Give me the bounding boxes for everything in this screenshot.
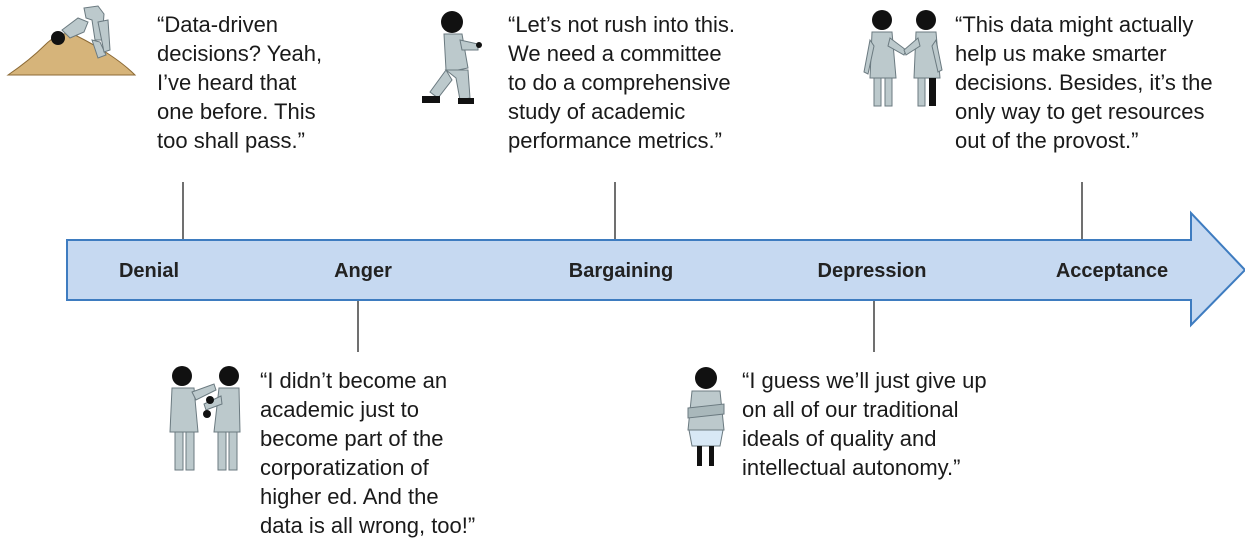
quote-line: only way to get resources — [955, 99, 1205, 124]
stage-label-acceptance: Acceptance — [1056, 260, 1168, 282]
quote-line: ideals of quality and — [742, 426, 937, 451]
timeline-arrow — [66, 210, 1245, 328]
stage-label-anger: Anger — [334, 260, 392, 282]
quote-line: data is all wrong, too!” — [260, 513, 476, 538]
quote-line: “Let’s not rush into this. — [508, 12, 736, 37]
two-figures-handshake-icon — [863, 10, 943, 107]
quote-line: “I didn’t become an — [260, 368, 448, 393]
two-figures-arguing-icon — [169, 366, 241, 471]
figure-arms-crossed-icon — [687, 367, 725, 466]
quote-acceptance: “This data might actually help us make s… — [955, 10, 1213, 155]
quote-line: intellectual autonomy.” — [742, 455, 961, 480]
quote-line: out of the provost.” — [955, 128, 1139, 153]
quote-line: We need a committee — [508, 41, 722, 66]
quote-line: decisions? Yeah, — [157, 41, 323, 66]
stage-label-bargaining: Bargaining — [569, 260, 673, 282]
quote-line: higher ed. And the — [260, 484, 439, 509]
quote-line: too shall pass.” — [157, 128, 305, 153]
quote-depression: “I guess we’ll just give up on all of ou… — [742, 366, 987, 482]
quote-line: become part of the — [260, 426, 444, 451]
quote-denial: “Data-driven decisions? Yeah, I’ve heard… — [157, 10, 322, 155]
quote-line: to do a comprehensive — [508, 70, 731, 95]
head-in-sand-figure-icon — [6, 5, 137, 76]
quote-line: one before. This — [157, 99, 316, 124]
kneeling-figure-icon — [422, 11, 482, 104]
quote-line: “This data might actually — [955, 12, 1194, 37]
stage-label-depression: Depression — [818, 260, 927, 282]
quote-line: I’ve heard that — [157, 70, 297, 95]
quote-line: “I guess we’ll just give up — [742, 368, 987, 393]
quote-line: performance metrics.” — [508, 128, 722, 153]
quote-anger: “I didn’t become an academic just to bec… — [260, 366, 475, 540]
quote-bargaining: “Let’s not rush into this. We need a com… — [508, 10, 735, 155]
quote-line: study of academic — [508, 99, 686, 124]
quote-line: “Data-driven — [157, 12, 279, 37]
stage-label-denial: Denial — [119, 260, 179, 282]
quote-line: on all of our traditional — [742, 397, 959, 422]
quote-line: help us make smarter — [955, 41, 1167, 66]
quote-line: decisions. Besides, it’s the — [955, 70, 1213, 95]
quote-line: academic just to — [260, 397, 419, 422]
quote-line: corporatization of — [260, 455, 429, 480]
